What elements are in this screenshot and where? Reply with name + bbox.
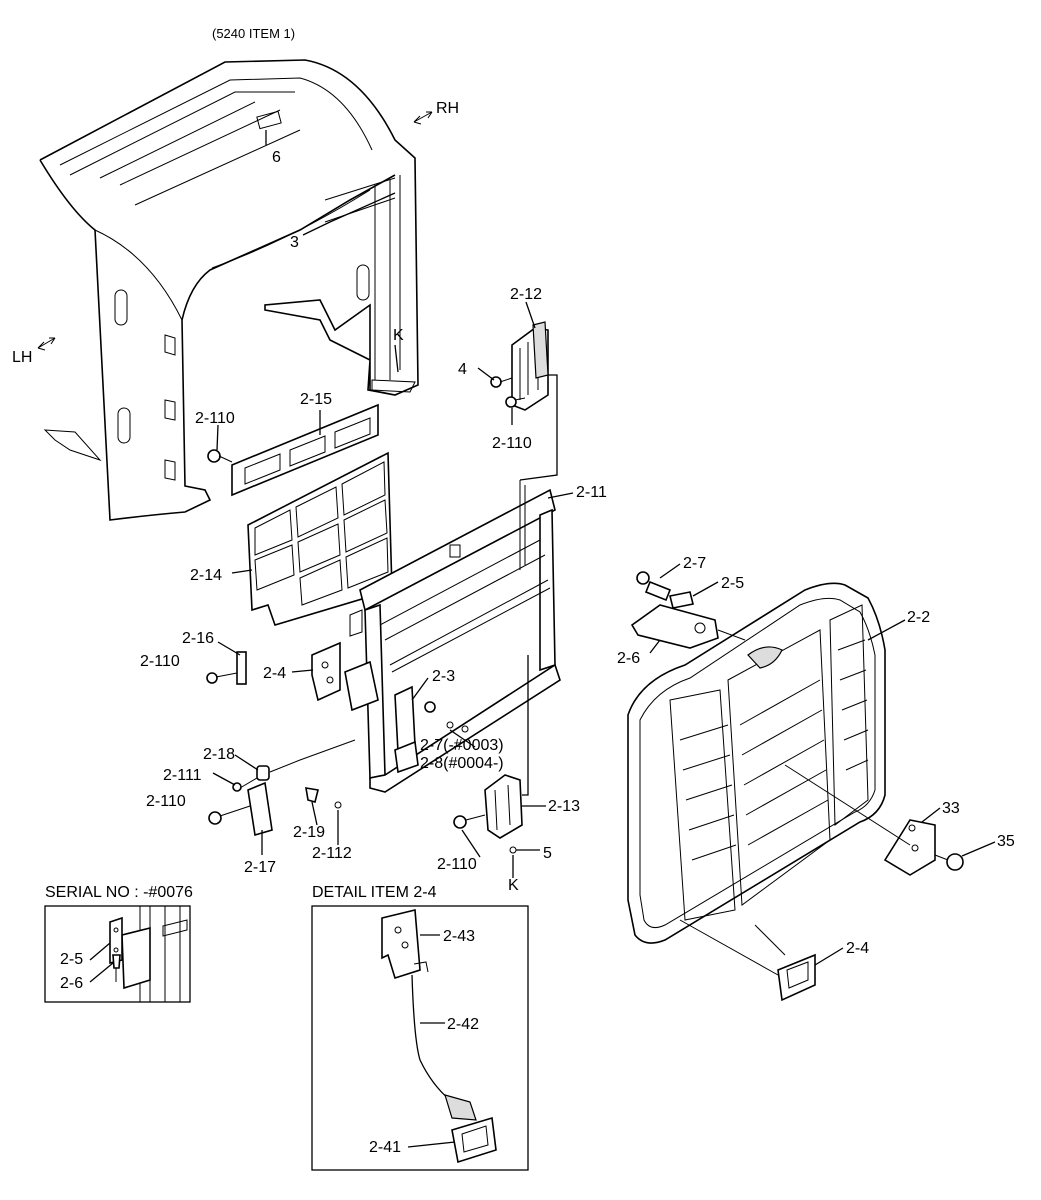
filter-panel-small xyxy=(231,403,379,497)
detail-box-label-2-41: 2-41 xyxy=(369,1139,401,1156)
label-2-13: 2-13 xyxy=(548,798,580,815)
label-2-110-b: 2-110 xyxy=(195,410,235,427)
label-2-110-e: 2-110 xyxy=(437,856,477,873)
latch-grille-2-4 xyxy=(679,919,816,1002)
label-2-111: 2-111 xyxy=(163,767,202,784)
serial-box-title: SERIAL NO : -#0076 xyxy=(45,884,193,901)
label-3: 3 xyxy=(290,234,299,251)
bracket-33 xyxy=(784,764,964,876)
grille-door xyxy=(627,582,886,944)
label-2-8: 2-8(#0004-) xyxy=(420,755,504,772)
filter-panel-large xyxy=(247,451,393,626)
latch-2-4 xyxy=(311,641,379,712)
label-2-3: 2-3 xyxy=(432,668,455,685)
bolt-4 xyxy=(490,376,526,408)
direction-lh: LH xyxy=(12,349,32,366)
label-2-17: 2-17 xyxy=(244,859,276,876)
label-2-112: 2-112 xyxy=(312,845,352,862)
label-2-16: 2-16 xyxy=(182,630,214,647)
label-5: 5 xyxy=(543,845,552,862)
detail-box-title: DETAIL ITEM 2-4 xyxy=(312,884,437,901)
label-6: 6 xyxy=(272,149,281,166)
label-4: 4 xyxy=(458,361,467,378)
serial-box-label-2-5: 2-5 xyxy=(60,951,83,968)
bracket-2-7 xyxy=(394,721,469,774)
label-2-2: 2-2 xyxy=(907,609,930,626)
detail-box-label-2-43: 2-43 xyxy=(443,928,475,945)
hinge-2-12 xyxy=(511,321,549,411)
label-2-110-a: 2-110 xyxy=(492,435,532,452)
label-2-4: 2-4 xyxy=(263,665,286,682)
direction-arrow-lh xyxy=(37,337,56,351)
label-2-5: 2-5 xyxy=(721,575,744,592)
label-2-7-right: 2-7 xyxy=(683,555,706,572)
label-35: 35 xyxy=(997,833,1015,850)
bolt-2-110-a xyxy=(207,449,233,463)
label-2-110-d: 2-110 xyxy=(146,793,186,810)
detail-box xyxy=(311,905,529,1171)
top-note: (5240 ITEM 1) xyxy=(212,26,295,41)
label-2-4-right: 2-4 xyxy=(846,940,869,957)
label-2-15: 2-15 xyxy=(300,391,332,408)
leader-lines xyxy=(212,130,996,966)
label-2-18: 2-18 xyxy=(203,746,235,763)
hinge-bracket-right xyxy=(630,571,746,649)
label-2-6: 2-6 xyxy=(617,650,640,667)
label-2-110-c: 2-110 xyxy=(140,653,180,670)
label-k-bottom: K xyxy=(508,877,519,894)
labels: (5240 ITEM 1) RH LH 6 3 K 2-12 4 2-110 2… xyxy=(12,26,1015,1156)
detail-box-label-2-42: 2-42 xyxy=(447,1016,479,1033)
label-33: 33 xyxy=(942,800,960,817)
serial-box xyxy=(44,905,191,1003)
strip-2-16 xyxy=(206,651,247,685)
label-2-7: 2-7(-#0003) xyxy=(420,737,504,754)
label-k-top: K xyxy=(393,327,404,344)
label-2-19: 2-19 xyxy=(293,824,325,841)
serial-box-label-2-6: 2-6 xyxy=(60,975,83,992)
cab-shell xyxy=(39,59,419,521)
leader-hinge xyxy=(519,374,558,481)
leader-2-13 xyxy=(522,655,529,796)
label-2-11: 2-11 xyxy=(576,484,607,501)
direction-arrow-rh xyxy=(413,111,433,125)
label-2-14: 2-14 xyxy=(190,567,222,584)
direction-rh: RH xyxy=(436,100,459,117)
latch-bracket-2-13 xyxy=(453,774,523,854)
parts-lower-left xyxy=(208,739,356,837)
label-2-12: 2-12 xyxy=(510,286,542,303)
